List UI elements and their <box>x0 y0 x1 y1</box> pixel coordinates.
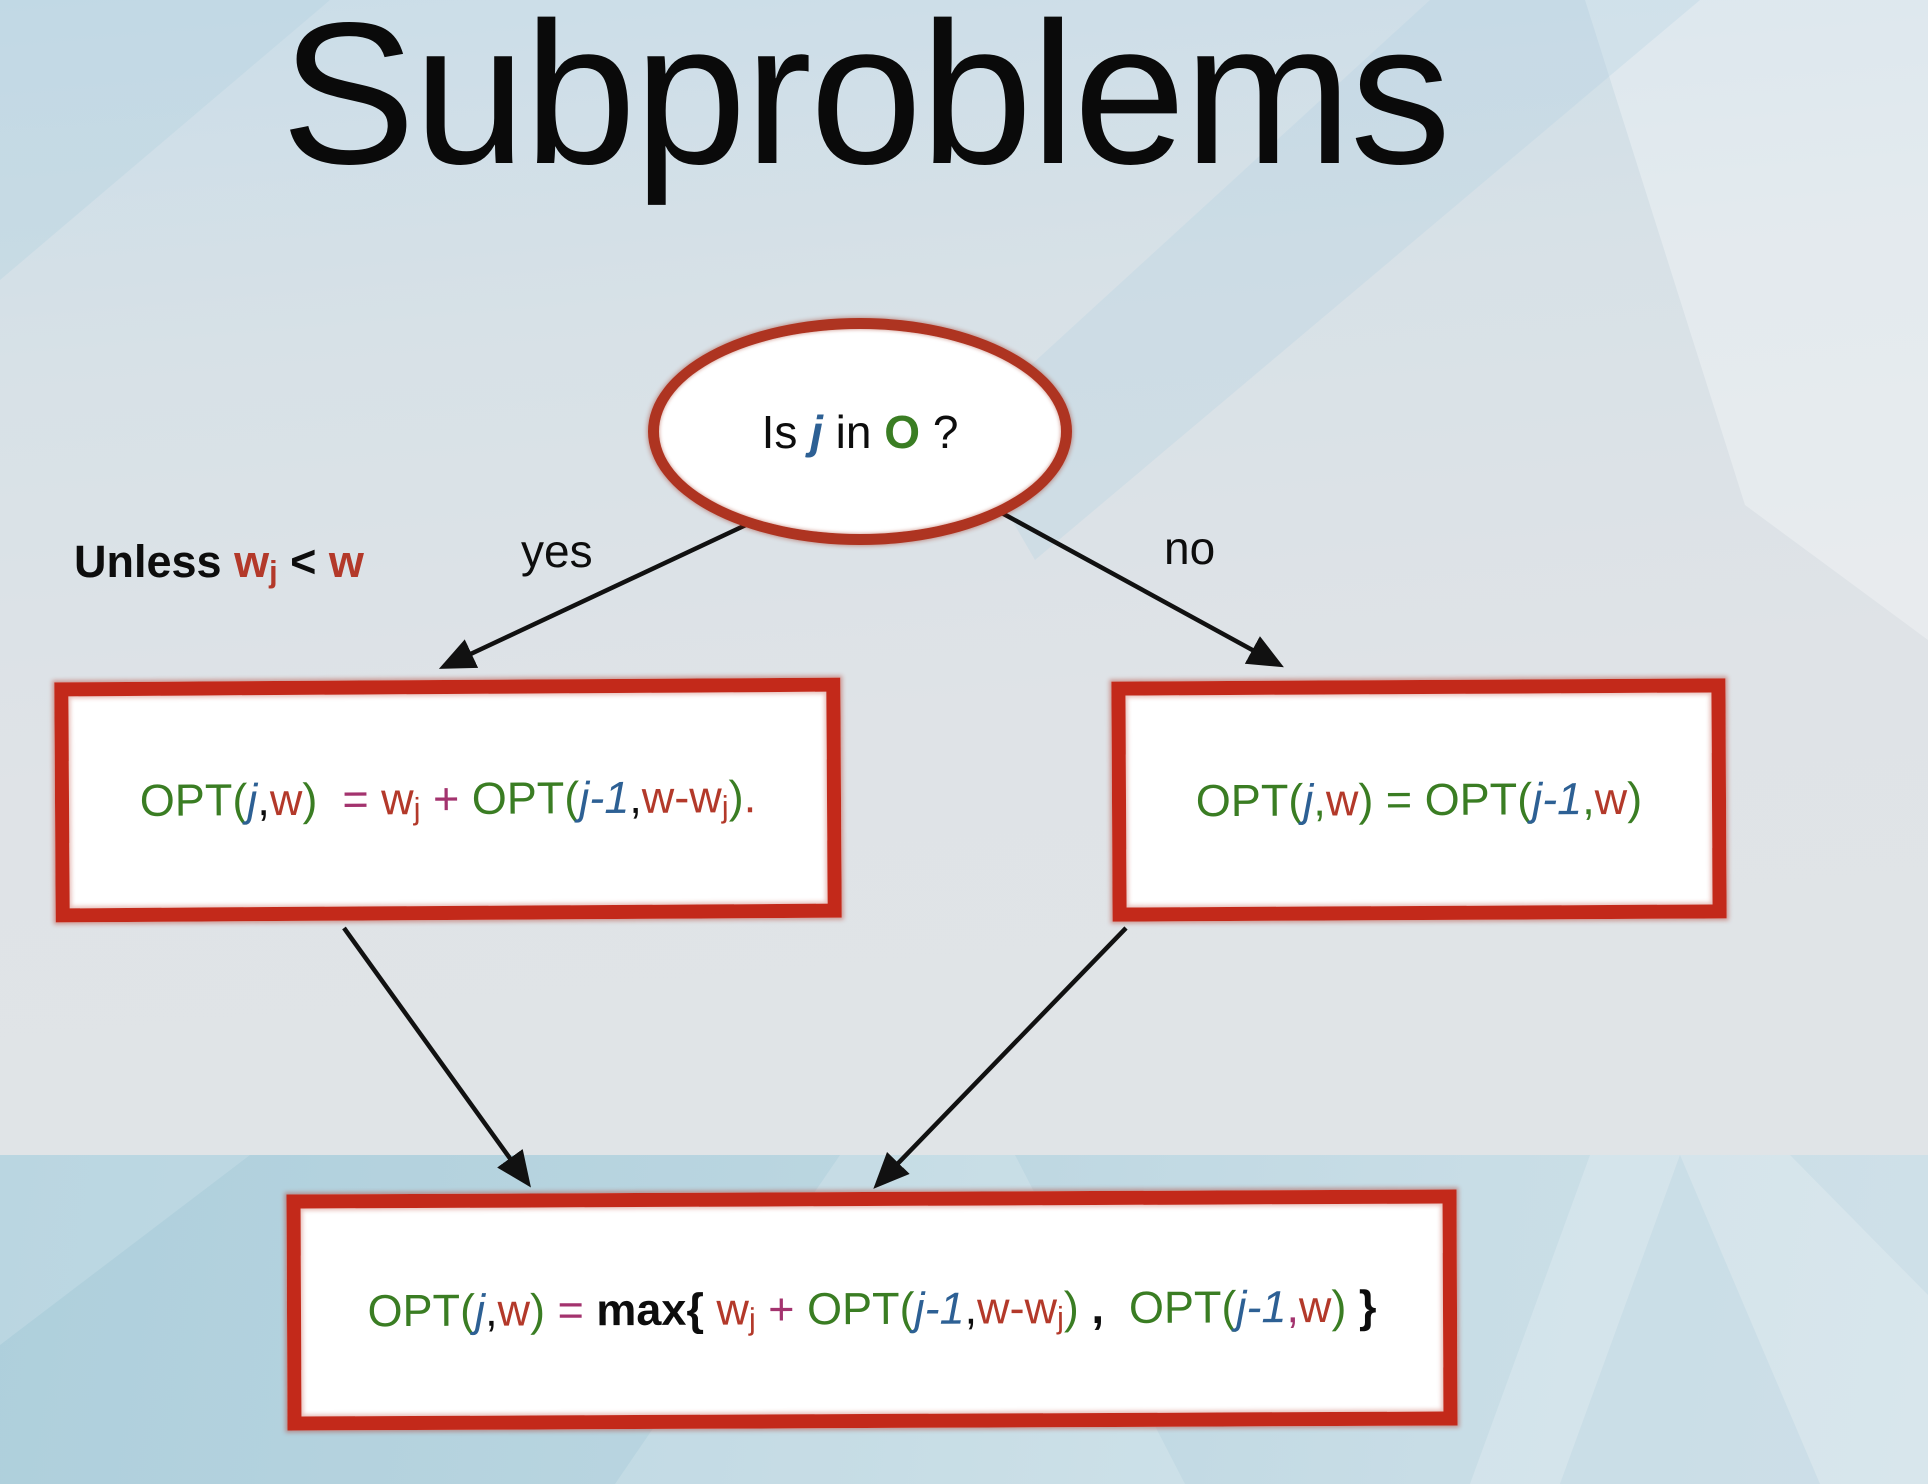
page-title: Subproblems <box>280 0 1451 206</box>
arrow-no-to-merge <box>873 926 1128 1189</box>
merge-formula: OPT(j,w) = max{ wj + OPT(j-1,w-wj) , OPT… <box>367 1280 1377 1337</box>
decision-ellipse: Is j in O ? <box>648 318 1072 545</box>
yes-case-formula: OPT(j,w) = wj + OPT(j-1,w-wj). <box>139 770 757 826</box>
decision-question: Is j in O ? <box>761 405 959 458</box>
unless-note: Unless wj < w <box>74 536 364 589</box>
no-label: no <box>1164 522 1216 574</box>
arrow-no <box>998 510 1284 668</box>
arrow-yes <box>438 521 749 669</box>
arrow-yes-to-merge <box>342 926 531 1188</box>
no-case-formula: OPT(j,w) = OPT(j-1,w) <box>1195 773 1643 827</box>
yes-case-box: OPT(j,w) = wj + OPT(j-1,w-wj). <box>54 677 842 923</box>
merge-box: OPT(j,w) = max{ wj + OPT(j-1,w-wj) , OPT… <box>286 1189 1458 1431</box>
no-case-box: OPT(j,w) = OPT(j-1,w) <box>1111 678 1727 922</box>
yes-label: yes <box>521 525 593 577</box>
